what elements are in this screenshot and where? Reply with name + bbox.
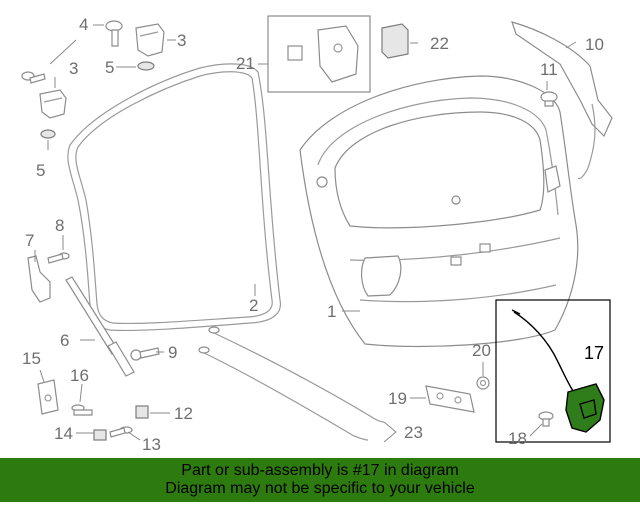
- bolt-4-lower-part: [21, 71, 46, 84]
- strut-bracket-7-part: [27, 255, 51, 303]
- lift-support-6-part: [65, 276, 135, 377]
- hinge-upper-part: [135, 23, 165, 57]
- washer-5-upper-part: [137, 61, 155, 71]
- latch-17-part: [495, 299, 611, 443]
- callout-21: 21: [236, 54, 255, 73]
- callout-14: 14: [54, 424, 73, 443]
- callout-20: 20: [472, 341, 491, 360]
- bolt-11-part: [540, 91, 558, 107]
- hinge-lower-part: [39, 89, 67, 119]
- bolt-13-part: [109, 426, 133, 438]
- weatherstrip-part: [67, 63, 281, 332]
- callout-7: 7: [25, 231, 34, 250]
- callout-labels: 4 3 3 5 5 21 22 10 11 1 2 7 8 6 9 15 16 …: [22, 15, 604, 454]
- ball-stud-9-part: [130, 347, 160, 361]
- bracket-15-part: [37, 379, 59, 415]
- callout-15: 15: [22, 349, 41, 368]
- washer-5-lower-part: [40, 129, 56, 139]
- callout-18: 18: [508, 429, 527, 448]
- callout-17: 17: [584, 343, 604, 363]
- callout-2: 2: [249, 296, 258, 315]
- callout-3-upper: 3: [177, 31, 186, 50]
- actuator-21-part: [267, 15, 371, 93]
- callout-3-lower: 3: [69, 59, 78, 78]
- nut-12-part: [135, 405, 149, 419]
- callout-11: 11: [540, 60, 558, 79]
- leader-lines: [34, 24, 577, 443]
- callout-12: 12: [174, 404, 193, 423]
- camera-22-part: [381, 23, 409, 59]
- callout-16: 16: [70, 366, 89, 385]
- cable-23-part: [198, 326, 385, 441]
- callout-9: 9: [168, 343, 177, 362]
- callout-5-upper: 5: [105, 58, 114, 77]
- liftgate-part: [299, 75, 579, 348]
- callout-23: 23: [404, 423, 423, 442]
- switch-19-part: [425, 385, 475, 413]
- clip-14-part: [93, 429, 107, 441]
- bolt-18-part: [538, 411, 554, 427]
- callout-1: 1: [327, 302, 336, 321]
- clip-20-part: [476, 376, 490, 390]
- banner-line-2: Diagram may not be specific to your vehi…: [165, 480, 475, 497]
- callout-5-lower: 5: [36, 161, 45, 180]
- bolt-16-part: [71, 404, 93, 416]
- parts-diagram: 4 3 3 5 5 21 22 10 11 1 2 7 8 6 9 15 16 …: [21, 15, 613, 454]
- callout-4-upper: 4: [79, 15, 88, 34]
- banner-line-1: Part or sub-assembly is #17 in diagram: [181, 462, 459, 479]
- callout-6: 6: [60, 331, 69, 350]
- callout-22: 22: [430, 34, 449, 53]
- bolt-8-part: [47, 252, 70, 264]
- info-banner: Part or sub-assembly is #17 in diagram D…: [0, 458, 640, 502]
- spoiler-10-part: [511, 21, 613, 180]
- callout-10: 10: [585, 35, 604, 54]
- callout-19: 19: [388, 389, 407, 408]
- callout-8: 8: [55, 216, 64, 235]
- bolt-4-part: [105, 20, 123, 47]
- callout-13: 13: [142, 435, 161, 454]
